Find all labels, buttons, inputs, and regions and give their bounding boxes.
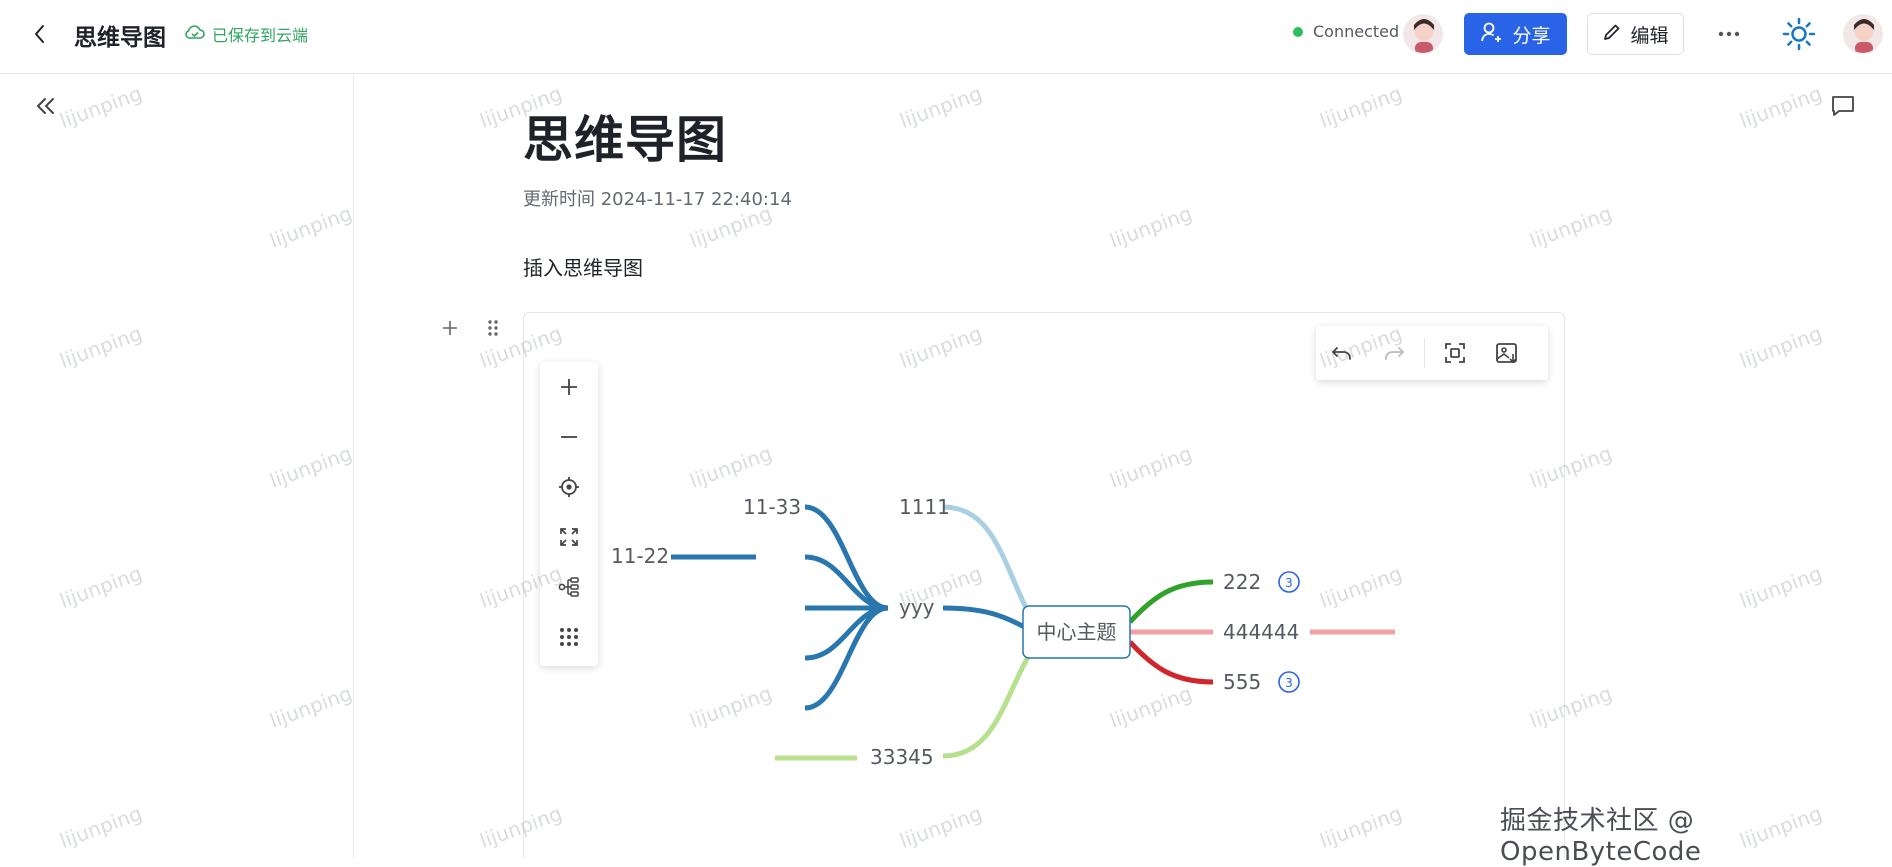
back-icon[interactable]	[26, 20, 54, 48]
watermark-text: lijunping	[1736, 321, 1826, 373]
structure-icon[interactable]	[540, 562, 598, 612]
fit-screen-icon[interactable]	[1429, 326, 1481, 380]
mindmap-top-toolbar	[1316, 326, 1548, 380]
zoom-in-icon[interactable]	[540, 362, 598, 412]
updated-time: 更新时间 2024-11-17 22:40:14	[523, 189, 792, 210]
connection-label: Connected	[1313, 22, 1400, 41]
badge-222-count: 3	[1285, 576, 1293, 590]
saved-status: 已保存到云端	[184, 22, 308, 46]
badge-555: 3	[1278, 671, 1300, 693]
connection-dot-icon	[1293, 26, 1303, 37]
node-11-22: 11-22	[611, 544, 669, 568]
edge-root-yyy	[942, 605, 1030, 632]
theme-toggle-sun-icon[interactable]	[1781, 16, 1817, 52]
mindmap-left-toolbar	[540, 362, 598, 666]
mindmap-canvas[interactable]	[523, 312, 1565, 858]
edit-button[interactable]: 编辑	[1587, 13, 1684, 55]
edit-label: 编辑	[1630, 24, 1669, 47]
cloud-check-icon	[184, 23, 206, 45]
export-image-icon[interactable]	[1481, 326, 1533, 380]
comment-icon[interactable]	[1828, 92, 1858, 120]
watermark-text: lijunping	[1316, 81, 1406, 133]
share-button[interactable]: 分享	[1464, 13, 1567, 55]
redo-icon[interactable]	[1368, 326, 1420, 380]
user-avatar[interactable]	[1843, 14, 1883, 54]
document-title: 思维导图	[74, 25, 166, 51]
share-label: 分享	[1512, 24, 1551, 47]
badge-555-count: 3	[1285, 676, 1293, 690]
root-node: 中心主题	[1022, 605, 1131, 659]
watermark-text: lijunping	[1526, 201, 1616, 253]
edge-root-555	[1128, 640, 1214, 685]
edge-root-1111	[942, 504, 1031, 614]
more-grid-icon[interactable]	[540, 612, 598, 662]
zoom-out-icon[interactable]	[540, 412, 598, 462]
node-11-33: 11-33	[743, 495, 801, 519]
add-block-icon[interactable]	[438, 316, 462, 340]
toolbar-divider	[1424, 338, 1425, 368]
node-555: 555	[1223, 670, 1261, 694]
mindmap-diagram[interactable]: 中心主题 1111 yyy 33345 11-33 11-22 222 4444…	[523, 312, 1565, 858]
collaborator-avatar[interactable]	[1403, 14, 1443, 54]
watermark-text: lijunping	[896, 81, 986, 133]
sidebar	[0, 75, 354, 858]
more-options-icon[interactable]	[1712, 18, 1746, 50]
node-1111: 1111	[899, 495, 950, 519]
node-yyy: yyy	[899, 595, 935, 619]
root-node-label: 中心主题	[1037, 620, 1117, 644]
pencil-icon	[1602, 22, 1622, 47]
fullscreen-icon[interactable]	[540, 512, 598, 562]
edge-root-222	[1128, 579, 1214, 624]
node-33345: 33345	[870, 745, 934, 769]
watermark-text: lijunping	[1736, 561, 1826, 613]
locate-center-icon[interactable]	[540, 462, 598, 512]
collapse-sidebar-icon[interactable]	[30, 92, 60, 120]
paragraph-text[interactable]: 插入思维导图	[523, 256, 643, 280]
footer-credit: 掘金技术社区 @ OpenByteCode	[1500, 806, 1702, 867]
saved-status-label: 已保存到云端	[212, 26, 309, 45]
watermark-text: lijunping	[1106, 201, 1196, 253]
undo-icon[interactable]	[1316, 326, 1368, 380]
node-222: 222	[1223, 570, 1261, 594]
drag-handle-icon[interactable]	[482, 316, 504, 340]
connection-indicator: Connected	[1293, 22, 1399, 41]
user-add-icon	[1480, 21, 1502, 48]
node-444444: 444444	[1223, 620, 1299, 644]
edge-yyy-c5	[804, 605, 889, 711]
watermark-text: lijunping	[1736, 81, 1826, 133]
edge-root-33345	[942, 655, 1031, 759]
page-title: 思维导图	[523, 111, 727, 169]
badge-222: 3	[1278, 571, 1300, 593]
top-bar: 思维导图 已保存到云端 Connected 分享 编辑	[0, 0, 1892, 74]
